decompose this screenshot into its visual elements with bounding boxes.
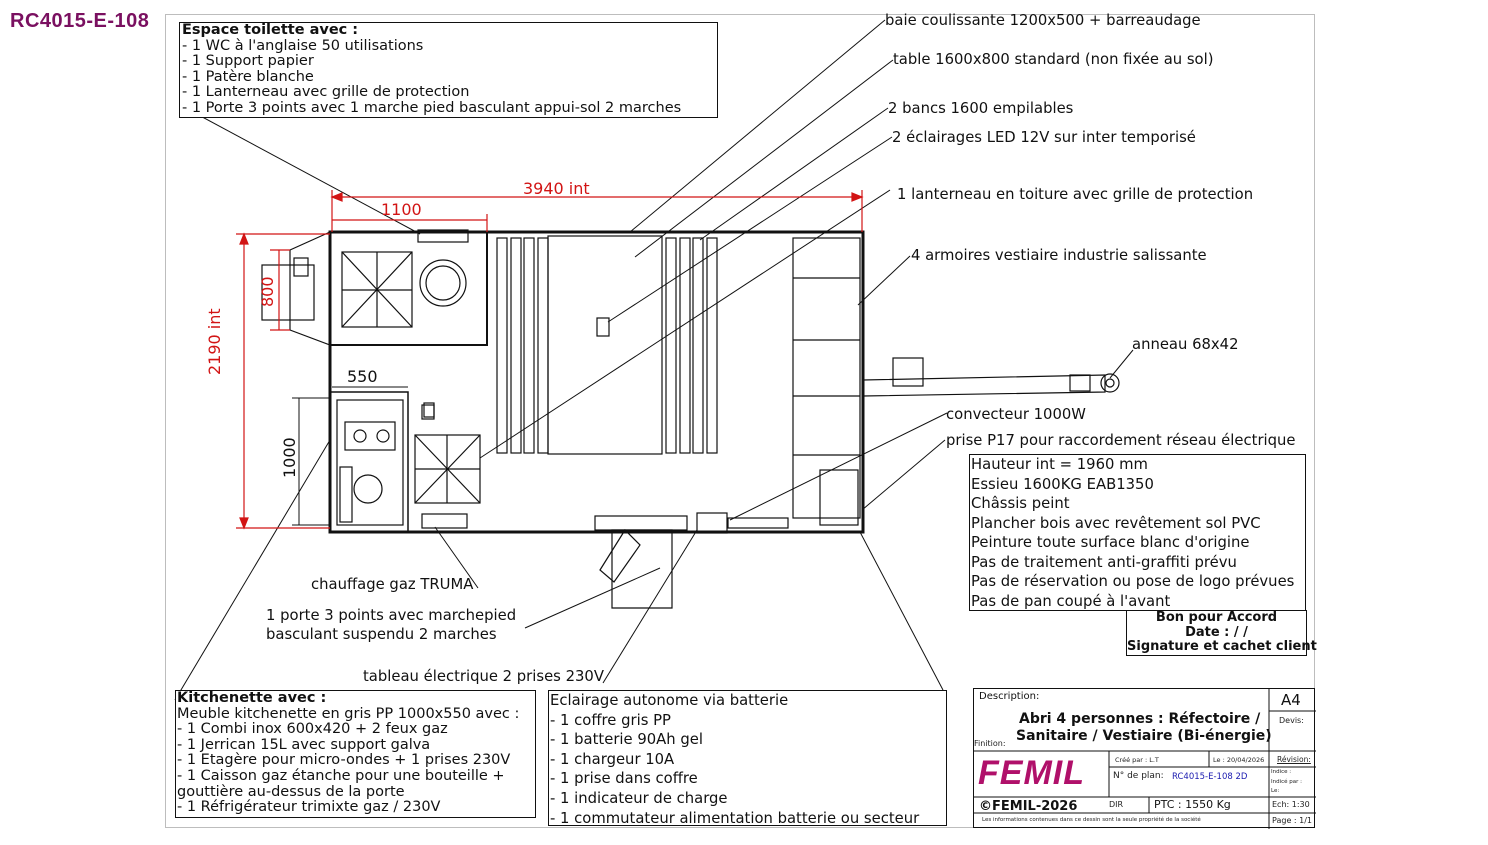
drawing-reference: RC4015-E-108 [10, 10, 150, 32]
spec-line: Plancher bois avec revêtement sol PVC [971, 514, 1261, 532]
kitchen-spec-line: - 1 Caisson gaz étanche pour une bouteil… [177, 767, 505, 784]
callout-eclairages: 2 éclairages LED 12V sur inter temporisé [892, 129, 1196, 146]
brand-logo: FEMIL [978, 754, 1085, 792]
length-dimension: 3940 int [523, 179, 590, 198]
toilet-spec-box: Espace toilette avec : - 1 WC à l'anglai… [179, 22, 718, 118]
accord-signature: Signature et cachet client [1127, 639, 1317, 654]
kitchen-spec-line: - 1 Etagère pour micro-ondes + 1 prises … [177, 752, 511, 769]
battery-spec-line: - 1 coffre gris PP [550, 711, 671, 729]
kitchen-spec-line: gouttière au-dessus de la porte [177, 783, 405, 800]
kitchen-spec-title: Kitchenette avec : [177, 690, 327, 706]
toilet-spec-title: Espace toilette avec : [182, 22, 359, 38]
callout-bancs: 2 bancs 1600 empilables [888, 100, 1074, 117]
kitchen-spec-line: - 1 Combi inox 600x420 + 2 feux gaz [177, 721, 448, 738]
callout-baie: baie coulissante 1200x500 + barreaudage [885, 12, 1201, 29]
spec-line: Hauteur int = 1960 mm [971, 456, 1148, 473]
callout-lanterneau: 1 lanterneau en toiture avec grille de p… [897, 186, 1254, 203]
dir-label: DIR [1109, 800, 1124, 809]
kitchen-spec-line: - 1 Réfrigérateur trimixte gaz / 230V [177, 799, 441, 816]
callout-porte-line2: basculant suspendu 2 marches [266, 626, 497, 643]
spec-line: Pas de réservation ou pose de logo prévu… [971, 573, 1295, 590]
callout-porte-line1: 1 porte 3 points avec marchepied [266, 607, 517, 624]
copyright: ©FEMIL-2026 [979, 799, 1078, 814]
description-label: Description: [979, 691, 1040, 702]
format-label: A4 [1281, 691, 1301, 709]
indice-date: Le: [1271, 788, 1280, 794]
revision-label: Révision: [1277, 755, 1311, 764]
spec-line: Pas de pan coupé à l'avant [971, 592, 1171, 610]
accord-date: Date : / / [1185, 624, 1248, 640]
toilet-spec-line: - 1 WC à l'anglaise 50 utilisations [182, 37, 424, 54]
callout-tableau: tableau électrique 2 prises 230V [363, 668, 604, 685]
indice-by: Indicé par : [1271, 779, 1303, 785]
page-number: Page : 1/1 [1272, 816, 1313, 825]
plan-number-label: N° de plan: [1113, 771, 1164, 781]
drawing-title-line2: Sanitaire / Vestiaire (Bi-énergie) [1016, 728, 1272, 744]
specs-box: Hauteur int = 1960 mm Essieu 1600KG EAB1… [969, 454, 1306, 611]
scale-label: Ech: 1:30 [1272, 800, 1310, 809]
window-dimension: 800 [258, 276, 277, 307]
kitchen-spec-box: Kitchenette avec : Meuble kitchenette en… [175, 690, 536, 818]
width-dimension: 2190 int [205, 308, 224, 375]
toilet-spec-line: - 1 Porte 3 points avec 1 marche pied ba… [182, 99, 682, 116]
callout-prise: prise P17 pour raccordement réseau élect… [946, 432, 1296, 449]
spec-line: Peinture toute surface blanc d'origine [971, 534, 1250, 551]
callout-convecteur: convecteur 1000W [946, 406, 1086, 423]
devis-label: Devis: [1279, 716, 1304, 725]
kitchen-spec-line: - 1 Jerrican 15L avec support galva [177, 736, 431, 753]
callout-chauffage: chauffage gaz TRUMA [311, 576, 474, 593]
container-outline [328, 230, 865, 534]
toilet-spec-line: - 1 Lanterneau avec grille de protection [182, 84, 470, 101]
battery-spec-line: - 1 chargeur 10A [550, 750, 675, 768]
spec-line: Pas de traitement anti-graffiti prévu [971, 553, 1237, 571]
battery-spec-line: - 1 indicateur de charge [550, 789, 728, 807]
battery-spec-line: - 1 batterie 90Ah gel [550, 731, 703, 749]
title-block: Description: A4 Devis: Abri 4 personnes … [973, 688, 1316, 829]
callout-table: table 1600x800 standard (non fixée au so… [893, 51, 1214, 68]
title-block-grid [974, 689, 1316, 829]
accord-title: Bon pour Accord [1155, 610, 1278, 625]
spec-line: Essieu 1600KG EAB1350 [971, 475, 1154, 493]
toilet-width-dimension: 1100 [381, 200, 422, 219]
finition-label: Finition: [974, 739, 1006, 748]
kitchen-width-dimension: 550 [347, 367, 378, 386]
plan-number: RC4015-E-108 2D [1172, 772, 1248, 782]
callout-armoires: 4 armoires vestiaire industrie salissant… [911, 247, 1207, 264]
toilet-spec-line: - 1 Patère blanche [182, 68, 314, 85]
ptc-weight: PTC : 1550 Kg [1154, 798, 1231, 811]
spec-line: Châssis peint [971, 495, 1070, 512]
kitchen-spec-line: Meuble kitchenette en gris PP 1000x550 a… [177, 705, 520, 722]
battery-spec-title: Eclairage autonome via batterie [550, 692, 789, 709]
battery-spec-line: - 1 commutateur alimentation batterie ou… [550, 809, 920, 827]
kitchen-length-dimension: 1000 [280, 437, 299, 478]
legal-notice: Les informations contenues dans ce dessi… [982, 817, 1201, 823]
battery-spec-line: - 1 prise dans coffre [550, 770, 698, 788]
created-date: Le : 20/04/2026 [1213, 756, 1265, 764]
drawing-title-line1: Abri 4 personnes : Réfectoire / [1019, 711, 1261, 727]
sheet-frame [165, 14, 1315, 828]
accord-box: Bon pour Accord Date : / / Signature et … [1126, 610, 1317, 656]
battery-spec-box: Eclairage autonome via batterie - 1 coff… [548, 690, 947, 827]
toilet-spec-line: - 1 Support papier [182, 53, 314, 70]
callout-anneau: anneau 68x42 [1132, 336, 1239, 353]
created-by: Créé par : L.T [1115, 756, 1159, 764]
indice-label: Indice : [1271, 769, 1292, 775]
